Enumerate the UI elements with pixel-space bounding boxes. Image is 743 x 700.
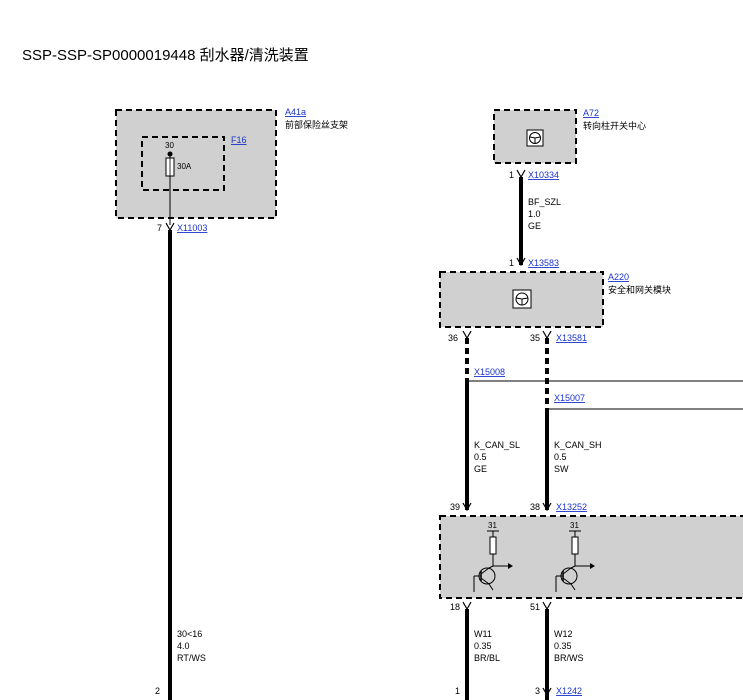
conn-x13252[interactable]: X13252 [556, 502, 587, 512]
conn-x1242[interactable]: X1242 [556, 686, 582, 696]
a220-label: 安全和网关模块 [608, 284, 671, 295]
pin-36: 36 [448, 333, 458, 343]
f16-box[interactable] [141, 136, 225, 191]
pin-2: 2 [155, 686, 160, 696]
a72-id[interactable]: A72 [583, 108, 599, 118]
conn-x15007[interactable]: X15007 [554, 393, 585, 403]
wire-supply-signal: 30<16 [177, 629, 202, 639]
wire-kcansl-color: GE [474, 464, 487, 474]
f16-rating: 30A [177, 162, 192, 171]
a41a-id[interactable]: A41a [285, 107, 306, 117]
ground-31-a: 31 [488, 521, 497, 530]
pin-arrow-icon [542, 330, 552, 340]
pin-arrow-icon [462, 330, 472, 340]
pin-arrow-icon [542, 502, 552, 512]
a220-id[interactable]: A220 [608, 272, 629, 282]
pin-35: 35 [530, 333, 540, 343]
a41a-label: 前部保险丝支架 [285, 119, 348, 130]
wire-w11-signal: W11 [474, 629, 492, 639]
wire-bfszl-size: 1.0 [528, 209, 541, 219]
pin-51: 51 [530, 602, 540, 612]
wire-w11-size: 0.35 [474, 641, 492, 651]
conn-x10334[interactable]: X10334 [528, 170, 559, 180]
wire-w12-color: BR/WS [554, 653, 584, 663]
pin-arrow-icon [462, 601, 472, 611]
wire-supply-size: 4.0 [177, 641, 190, 651]
wire-kcansh-size: 0.5 [554, 452, 567, 462]
pin-18: 18 [450, 602, 460, 612]
f16-pin: 30 [165, 141, 174, 150]
control-unit-icon [526, 129, 544, 147]
conn-x15008[interactable]: X15008 [474, 367, 505, 377]
wire-w11-color: BR/BL [474, 653, 500, 663]
ground-31-b: 31 [570, 521, 579, 530]
wire-kcansh-signal: K_CAN_SH [554, 440, 602, 450]
pin-arrow-icon [516, 257, 526, 267]
conn-x11003[interactable]: X11003 [177, 223, 207, 233]
transistor-circuit-icon [473, 530, 513, 592]
pin-arrow-icon [542, 687, 552, 697]
wire-w12-signal: W12 [554, 629, 573, 639]
wire-bfszl-color: GE [528, 221, 541, 231]
lower-module-box[interactable] [439, 515, 743, 599]
wire-bfszl-signal: BF_SZL [528, 197, 561, 207]
control-unit-icon [512, 289, 532, 309]
a72-label: 转向柱开关中心 [583, 120, 646, 131]
pin-arrow-icon [516, 169, 526, 179]
pin-arrow-icon [542, 601, 552, 611]
pin-1-bottom: 1 [455, 686, 460, 696]
pin-39: 39 [450, 502, 460, 512]
pin-1-x10334: 1 [509, 170, 514, 180]
page-title: SSP-SSP-SP0000019448 刮水器/清洗装置 [22, 47, 309, 64]
wire-supply-color: RT/WS [177, 653, 206, 663]
pin-arrow-icon [462, 502, 472, 512]
conn-x13581[interactable]: X13581 [556, 333, 587, 343]
conn-x13583[interactable]: X13583 [528, 258, 559, 268]
pin-3: 3 [535, 686, 540, 696]
f16-id[interactable]: F16 [231, 135, 247, 145]
wire-kcansh-color: SW [554, 464, 569, 474]
wire-kcansl-signal: K_CAN_SL [474, 440, 520, 450]
pin-38: 38 [530, 502, 540, 512]
wire-kcansl-size: 0.5 [474, 452, 487, 462]
pin-1-x13583: 1 [509, 258, 514, 268]
pin-7: 7 [157, 223, 162, 233]
wire-w12-size: 0.35 [554, 641, 572, 651]
transistor-circuit-icon [555, 530, 595, 592]
